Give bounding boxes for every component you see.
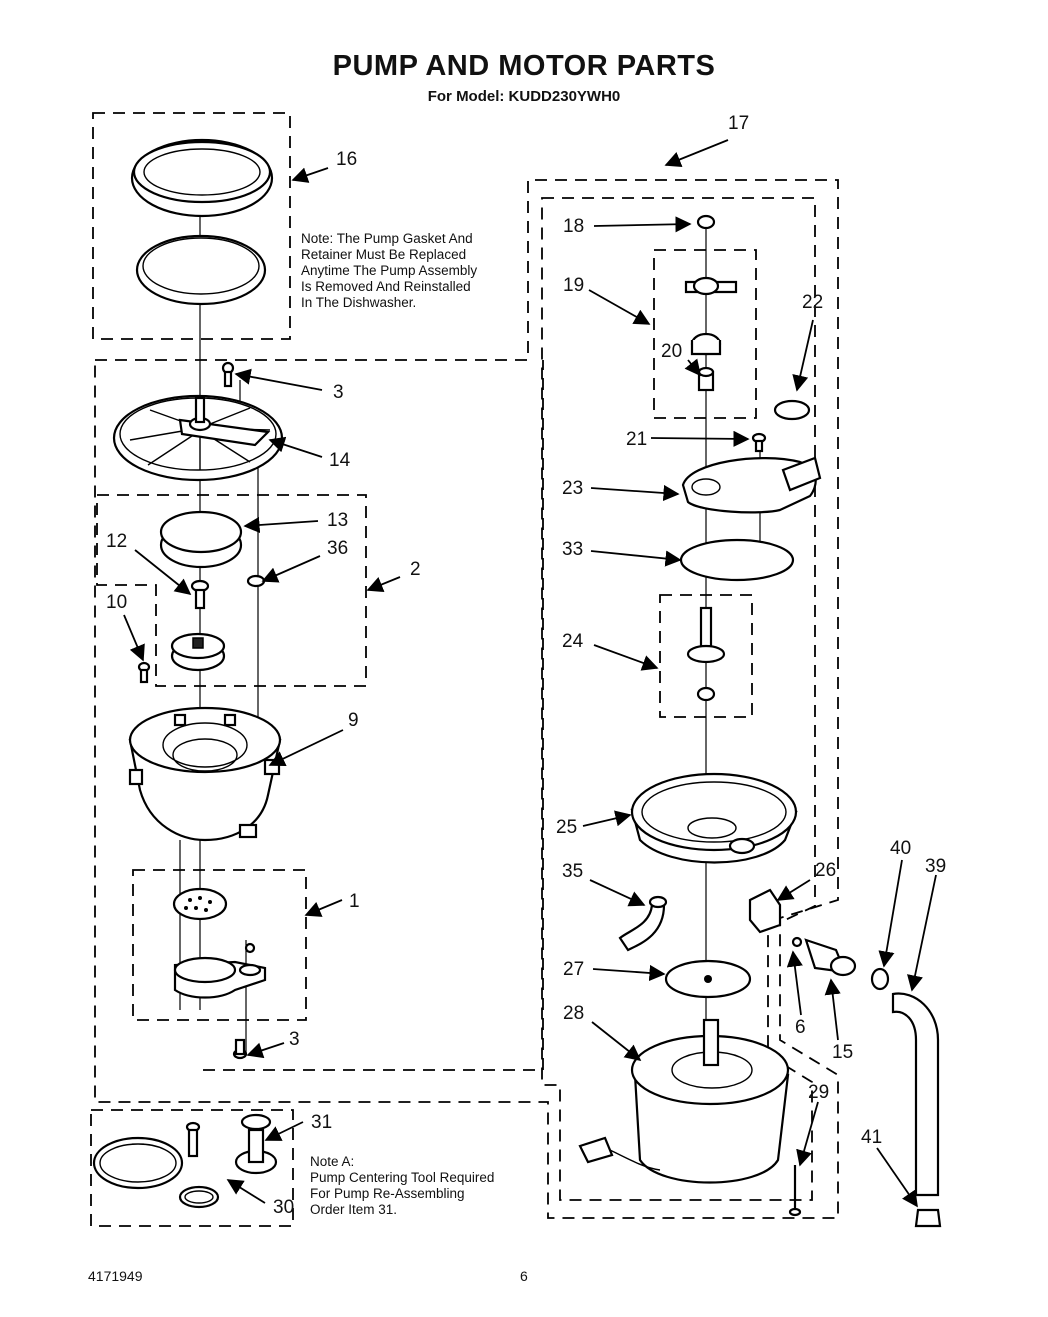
callout-9: 9 — [348, 710, 359, 731]
callout-40: 40 — [890, 838, 912, 859]
callout-3-bottom: 3 — [289, 1029, 300, 1050]
group-1-box — [132, 869, 307, 1021]
part-24-shaft-assembly — [686, 606, 726, 702]
note-a: Note A: Pump Centering Tool Required For… — [310, 1154, 495, 1217]
callout-22: 22 — [802, 292, 824, 313]
part-13-ring — [159, 510, 243, 569]
callout-13: 13 — [327, 510, 349, 531]
part-25-motor-mount — [630, 772, 798, 864]
part-27-washer — [664, 959, 752, 999]
part-36-o-ring — [246, 574, 266, 588]
part-40-clamp — [870, 967, 890, 991]
callout-27: 27 — [563, 959, 585, 980]
callout-10: 10 — [106, 592, 128, 613]
callout-25: 25 — [556, 817, 578, 838]
part-29-screw — [788, 1165, 802, 1217]
callout-24: 24 — [562, 631, 584, 652]
part-23-plate — [681, 456, 822, 514]
callout-28: 28 — [563, 1003, 585, 1024]
document-number: 4171949 — [88, 1268, 143, 1284]
note-a-parts — [92, 1121, 220, 1209]
gasket-replacement-note: Note: The Pump Gasket And Retainer Must … — [301, 231, 478, 310]
callout-18: 18 — [563, 216, 585, 237]
model-subtitle: For Model: KUDD230YWH0 — [427, 88, 621, 105]
callout-3-top: 3 — [333, 382, 344, 403]
callout-29: 29 — [808, 1082, 830, 1103]
part-1-filter-assembly — [172, 887, 267, 999]
page-title: PUMP AND MOTOR PARTS — [332, 50, 716, 82]
part-14-pump-cover — [112, 394, 284, 482]
part-21-screw — [751, 432, 767, 453]
part-41-hose-end — [914, 1208, 942, 1228]
part-39-drain-hose — [891, 992, 940, 1197]
callout-33: 33 — [562, 539, 584, 560]
part-3-screw-top — [221, 361, 235, 388]
lower-pump-outline — [203, 360, 544, 1071]
callout-30: 30 — [273, 1197, 295, 1218]
part-9-pump-housing — [128, 706, 282, 842]
callout-31: 31 — [311, 1112, 333, 1133]
pump-assembly-outline — [94, 179, 839, 1219]
part-18-nut — [696, 214, 716, 230]
callout-6: 6 — [795, 1017, 806, 1038]
part-10-screw — [137, 661, 151, 684]
gasket-box — [92, 112, 291, 340]
part-16-gasket-retainer — [135, 234, 267, 306]
callout-15: 15 — [832, 1042, 854, 1063]
callout-21: 21 — [626, 429, 648, 450]
part-35-hose — [618, 895, 668, 952]
callout-35: 35 — [562, 861, 584, 882]
part-6-oring — [791, 936, 803, 948]
callout-2: 2 — [410, 559, 421, 580]
callout-26: 26 — [815, 860, 837, 881]
motor-assembly-outline — [541, 197, 816, 1201]
callout-16: 16 — [336, 149, 358, 170]
callout-19: 19 — [563, 275, 585, 296]
note-a-box — [90, 1109, 294, 1227]
group-19-box — [653, 249, 757, 419]
impeller — [170, 632, 226, 672]
callout-1: 1 — [349, 891, 360, 912]
callout-36: 36 — [327, 538, 349, 559]
group-2-box — [96, 494, 367, 687]
part-15-valve — [804, 938, 857, 977]
callout-23: 23 — [562, 478, 584, 499]
part-12-screw — [190, 579, 210, 610]
part-19-assembly — [684, 276, 738, 356]
part-33-gasket — [679, 538, 795, 582]
part-31-pump-centering-tool — [234, 1113, 278, 1175]
part-22-seal — [773, 399, 811, 421]
callout-41: 41 — [861, 1127, 883, 1148]
part-28-motor — [578, 1018, 790, 1184]
callout-14: 14 — [329, 450, 351, 471]
callout-39: 39 — [925, 856, 947, 877]
callout-20: 20 — [661, 341, 683, 362]
part-16-pump-gasket — [130, 138, 274, 218]
part-20-bushing — [697, 366, 715, 392]
callout-12: 12 — [106, 531, 128, 552]
page-number: 6 — [520, 1268, 528, 1284]
leader-arrows — [123, 139, 937, 1208]
callout-17: 17 — [728, 113, 750, 134]
part-26-clip — [748, 888, 782, 934]
part-3-screw-bottom — [232, 1038, 248, 1060]
